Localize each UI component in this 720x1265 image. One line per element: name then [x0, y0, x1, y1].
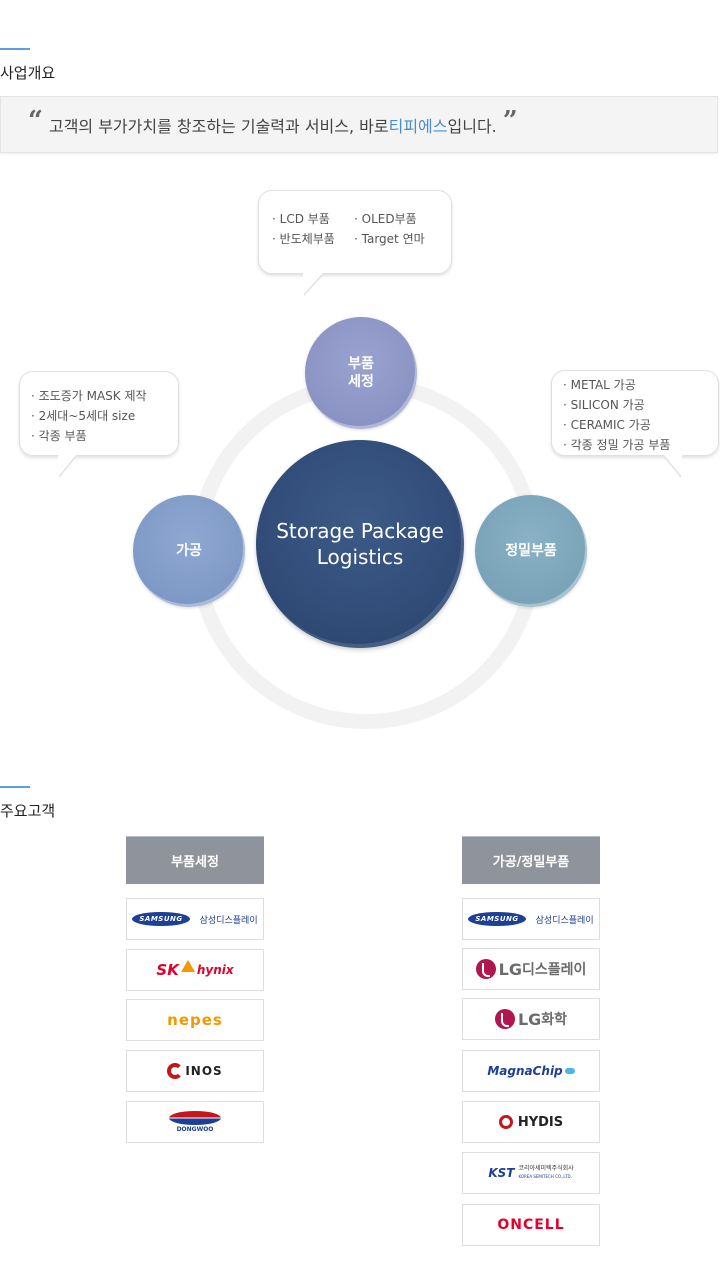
logo-text: LG: [498, 959, 522, 979]
logo-text: hynix: [196, 963, 234, 977]
logo-text: DONGWOO: [176, 1126, 214, 1133]
circle-precision: 정밀부품: [475, 495, 587, 607]
circle-processing: 가공: [133, 495, 245, 607]
logo-text: SK: [156, 961, 179, 979]
logo-text: KOREA SEMITECH CO.,LTD.: [518, 1174, 572, 1179]
logo-korea-semitech: KST 코리아세미텍주식회사 KOREA SEMITECH CO.,LTD.: [462, 1152, 600, 1194]
logo-samsung-display-2: SAMSUNG 삼성디스플레이: [462, 898, 600, 940]
bubble-item: · 반도체부품: [272, 232, 335, 246]
logo-text: 삼성디스플레이: [535, 915, 594, 926]
bubble-cleaning: · LCD 부품 · OLED부품 · 반도체부품 · Target 연마: [258, 190, 452, 295]
logo-lg-chem: LG 화학: [462, 998, 600, 1040]
bubble-item: · CERAMIC 가공: [563, 418, 651, 432]
circle-label: 가공: [176, 543, 202, 559]
logo-lg-display: LG 디스플레이: [462, 948, 600, 990]
center-label-line2: Logistics: [316, 545, 404, 569]
dongwoo-emblem-icon: [169, 1111, 221, 1125]
bubble-tail: [303, 273, 323, 295]
logo-text: 화학: [541, 1012, 568, 1028]
magnachip-swoosh-icon: [564, 1068, 575, 1074]
quote-brand: 티피에스: [388, 116, 448, 136]
lg-face-icon: [475, 959, 496, 979]
logo-text: 코리아세미텍주식회사: [518, 1165, 574, 1172]
bubble-processing: · 조도증가 MASK 제작 · 2세대~5세대 size · 각종 부품: [19, 371, 179, 477]
lg-face-icon: [494, 1009, 515, 1029]
logo-sk-hynix: SK hynix: [126, 949, 264, 991]
samsung-logo-icon: SAMSUNG: [468, 912, 526, 926]
logo-samsung-display: SAMSUNG 삼성디스플레이: [126, 898, 264, 940]
quote-open-icon: “: [28, 105, 43, 136]
bubble-item: · 각종 정밀 가공 부품: [563, 438, 671, 452]
samsung-logo-icon: SAMSUNG: [132, 912, 190, 926]
logo-text: nepes: [167, 1011, 223, 1029]
overview-title: 사업개요: [0, 48, 56, 82]
col-header-precision: 가공/정밀부품: [462, 836, 600, 884]
bubble-item: · OLED부품: [354, 212, 417, 226]
inos-ring-icon: [167, 1063, 184, 1079]
logo-dongwoo: DONGWOO: [126, 1101, 264, 1143]
center-label-line1: Storage Package: [276, 519, 444, 543]
circle-label: 세정: [348, 374, 374, 390]
circle-label: 부품: [348, 356, 374, 372]
circle-center: Storage Package Logistics: [256, 440, 464, 648]
bubble-tail: [664, 455, 682, 477]
logo-text: ONCELL: [497, 1217, 565, 1233]
logo-nepes: nepes: [126, 999, 264, 1041]
logo-hydis: HYDIS: [462, 1101, 600, 1143]
sk-butterfly-icon: [180, 960, 195, 972]
kst-logo-icon: KST: [488, 1166, 515, 1180]
logo-text: HYDIS: [517, 1114, 564, 1130]
logo-text: INOS: [185, 1064, 223, 1078]
quote-banner: “ 고객의 부가가치를 창조하는 기술력과 서비스, 바로 티피에스 입니다. …: [0, 96, 718, 153]
bubble-item: · 2세대~5세대 size: [31, 409, 136, 423]
logo-text: MagnaChip: [487, 1064, 563, 1078]
bubble-precision: · METAL 가공 · SILICON 가공 · CERAMIC 가공 · 각…: [551, 370, 719, 477]
bubble-item: · LCD 부품: [272, 212, 330, 226]
logo-text: 디스플레이: [521, 962, 587, 978]
bubble-item: · 각종 부품: [31, 429, 87, 443]
quote-text-post: 입니다.: [447, 116, 497, 136]
customers-title: 주요고객: [0, 786, 56, 820]
logo-text: 삼성디스플레이: [199, 915, 258, 926]
bubble-item: · SILICON 가공: [563, 398, 645, 412]
bubble-item: · Target 연마: [354, 232, 425, 246]
logo-oncell: ONCELL: [462, 1204, 600, 1246]
hydis-mark-icon: [498, 1115, 513, 1129]
circle-cleaning: 부품 세정: [305, 317, 417, 429]
bubble-tail: [58, 455, 76, 477]
quote-close-icon: ”: [502, 105, 518, 136]
col-header-cleaning: 부품세정: [126, 836, 264, 884]
bubble-item: · METAL 가공: [563, 378, 636, 392]
logo-inos: INOS: [126, 1050, 264, 1092]
logo-magnachip: MagnaChip: [462, 1050, 600, 1092]
quote-text-pre: 고객의 부가가치를 창조하는 기술력과 서비스, 바로: [48, 116, 389, 136]
circle-label: 정밀부품: [505, 543, 557, 559]
bubble-item: · 조도증가 MASK 제작: [31, 389, 147, 403]
logo-text: LG: [517, 1009, 542, 1029]
